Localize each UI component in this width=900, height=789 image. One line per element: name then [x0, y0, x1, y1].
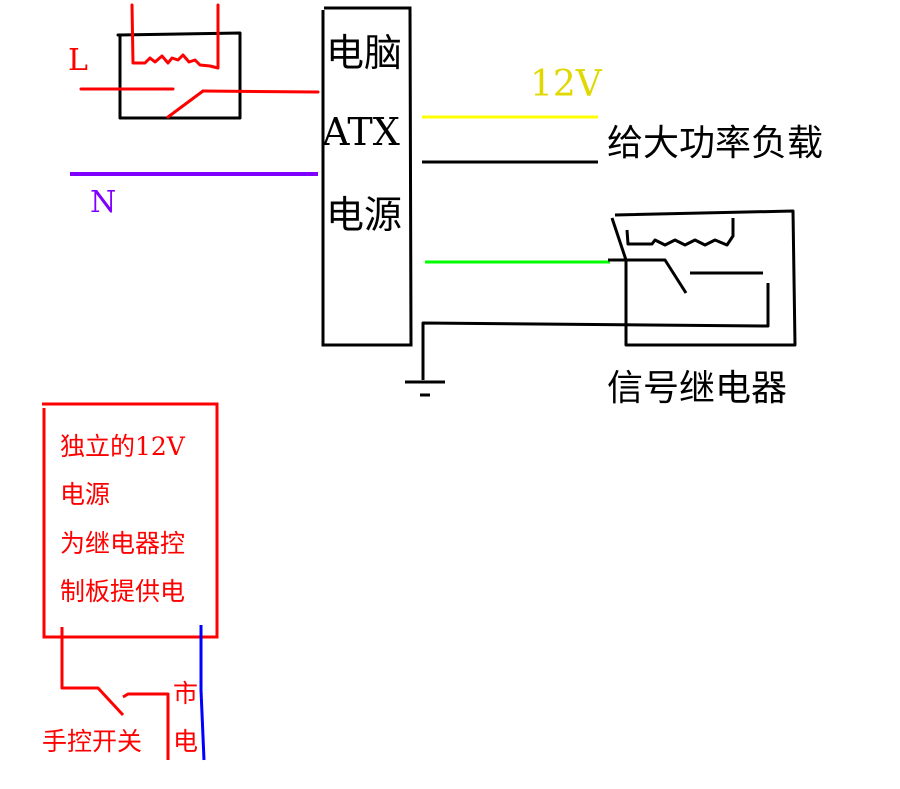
live-wire-out	[201, 89, 320, 94]
manual-switch-label: 手控开关	[42, 727, 142, 756]
signal-relay-label: 信号继电器	[607, 368, 787, 409]
mains-blue-wire	[199, 625, 206, 761]
ground-wire-relay	[421, 283, 770, 380]
signal-relay-coil	[625, 218, 735, 247]
aux-psu-line1: 独立的12V	[60, 432, 186, 461]
mains-label-1: 市	[173, 679, 198, 708]
power-relay-switch	[166, 89, 205, 119]
power-relay-box	[116, 31, 242, 120]
atx-label-line2: ATX	[321, 110, 400, 154]
aux-psu-line2: 电源	[60, 480, 110, 509]
aux-psu-line4: 制板提供电	[60, 577, 185, 606]
power-relay	[79, 3, 320, 120]
aux-psu-line3: 为继电器控	[60, 529, 185, 558]
ground-symbol-icon	[405, 380, 445, 397]
signal-relay-box	[610, 209, 797, 347]
manual-switch	[60, 627, 170, 760]
neutral-label: N	[90, 185, 116, 220]
live-label: L	[68, 43, 88, 78]
aux-psu-box	[42, 402, 219, 639]
atx-psu-box	[321, 6, 413, 347]
mains-label-2: 电	[173, 727, 198, 756]
power-relay-coil	[130, 3, 220, 70]
load-label: 给大功率负载	[607, 123, 823, 164]
atx-label-line1: 电脑	[326, 31, 402, 75]
atx-label-line3: 电源	[326, 193, 402, 237]
12v-label: 12V	[530, 64, 603, 105]
signal-relay-switch	[608, 258, 688, 294]
signal-relay	[421, 209, 797, 380]
